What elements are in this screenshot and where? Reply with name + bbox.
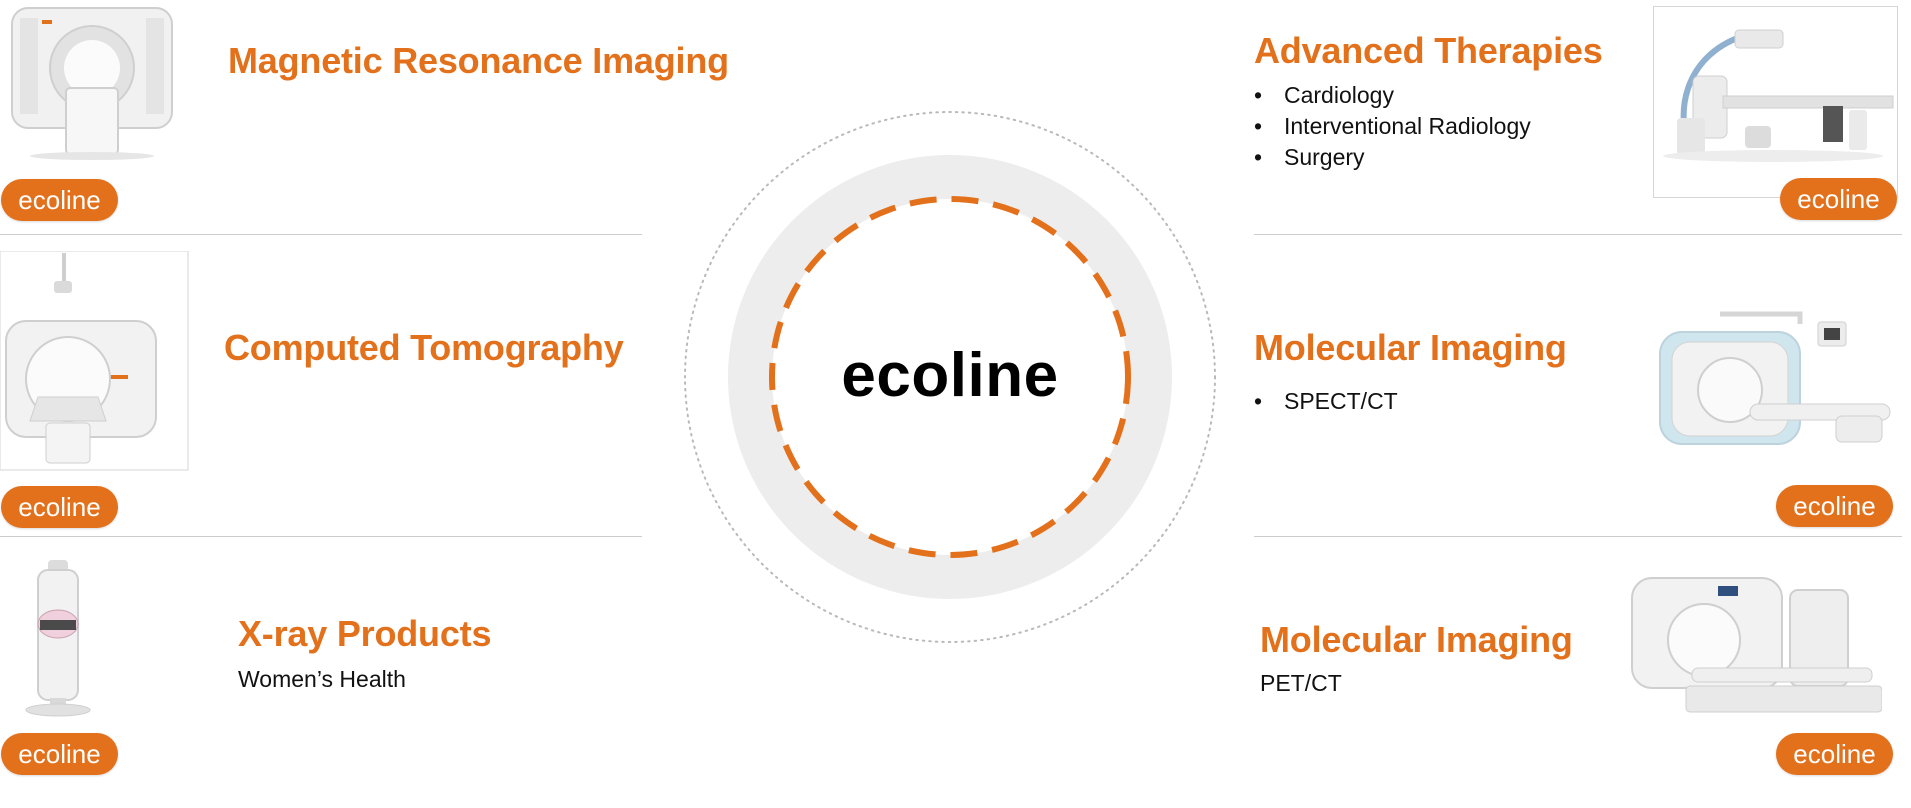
advanced-therapies-title: Advanced Therapies: [1254, 30, 1603, 71]
mri-ecoline-badge[interactable]: ecoline: [1, 179, 118, 221]
ct-title: Computed Tomography: [224, 327, 624, 368]
list-item: Interventional Radiology: [1254, 111, 1531, 142]
molecular-imaging-spect-list: SPECT/CT: [1254, 386, 1398, 417]
mammography-unit-icon: [22, 556, 102, 718]
ct-ecoline-badge[interactable]: ecoline: [1, 486, 118, 528]
divider-left-top: [0, 234, 642, 235]
spect-ct-scanner-icon: [1650, 292, 1895, 462]
ecoline-ring-graphic: [684, 111, 1216, 643]
xray-subtitle: Women’s Health: [238, 666, 406, 692]
molecular-imaging-spect-title: Molecular Imaging: [1254, 327, 1567, 368]
molecular-imaging-spect-ecoline-badge[interactable]: ecoline: [1776, 485, 1893, 527]
list-item: Surgery: [1254, 142, 1531, 173]
angiography-system-icon: [1653, 6, 1898, 198]
mri-scanner-icon: [2, 4, 182, 164]
xray-ecoline-badge[interactable]: ecoline: [1, 733, 118, 775]
divider-right-bottom: [1254, 536, 1902, 537]
list-item: Cardiology: [1254, 80, 1531, 111]
divider-right-top: [1254, 234, 1902, 235]
advanced-therapies-ecoline-badge[interactable]: ecoline: [1780, 178, 1897, 220]
xray-title: X-ray Products: [238, 613, 492, 654]
divider-left-bottom: [0, 536, 642, 537]
gray-ring: [728, 155, 1172, 599]
orange-dashed-ring: [769, 196, 1131, 558]
list-item: SPECT/CT: [1254, 386, 1398, 417]
molecular-imaging-pet-ecoline-badge[interactable]: ecoline: [1776, 733, 1893, 775]
outer-dotted-ring: [684, 111, 1216, 643]
molecular-imaging-pet-subtitle: PET/CT: [1260, 670, 1342, 696]
mri-title: Magnetic Resonance Imaging: [228, 40, 729, 81]
advanced-therapies-list: Cardiology Interventional Radiology Surg…: [1254, 80, 1531, 173]
ct-scanner-icon: [0, 251, 190, 471]
molecular-imaging-pet-title: Molecular Imaging: [1260, 619, 1573, 660]
center-label: ecoline: [841, 341, 1059, 410]
pet-ct-scanner-icon: [1622, 568, 1882, 720]
